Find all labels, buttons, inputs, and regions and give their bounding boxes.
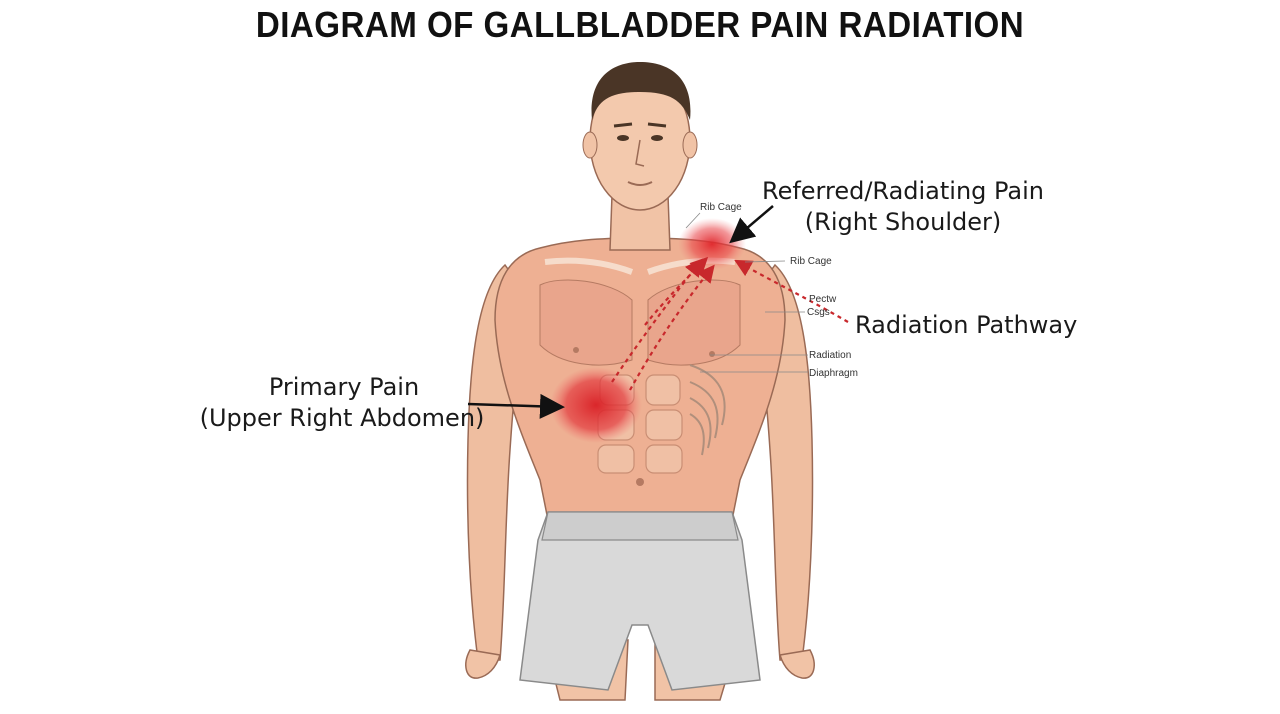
clavicle-right bbox=[544, 257, 634, 275]
ear-right bbox=[582, 131, 598, 159]
eyebrows bbox=[613, 122, 667, 128]
diagram-title: DIAGRAM OF GALLBLADDER PAIN RADIATION bbox=[255, 4, 1025, 45]
pectoral-left bbox=[647, 279, 741, 366]
nose bbox=[635, 139, 645, 167]
eye-left bbox=[651, 135, 663, 141]
rib-cage-label-right: Rib Cage bbox=[790, 256, 832, 267]
abdomen-pain-area bbox=[550, 367, 642, 443]
navel bbox=[636, 478, 644, 486]
shorts bbox=[519, 511, 761, 691]
pectoral-right bbox=[539, 279, 633, 366]
right-shoulder-label: (Right Shoulder) bbox=[805, 208, 1001, 236]
pectw-label: Pectw bbox=[809, 294, 837, 305]
leader-lines bbox=[685, 212, 808, 373]
primary-pain-label: Primary Pain bbox=[269, 373, 419, 401]
referred-pain-label: Referred/Radiating Pain bbox=[762, 177, 1044, 205]
waistband bbox=[541, 511, 739, 541]
eye-right bbox=[617, 135, 629, 141]
right-hand bbox=[465, 649, 501, 679]
mouth bbox=[627, 181, 653, 186]
primary-pain-arrow bbox=[467, 393, 565, 419]
diaphragm-label: Diaphragm bbox=[809, 368, 858, 379]
ear-left bbox=[682, 131, 698, 159]
upper-right-abdomen-label: (Upper Right Abdomen) bbox=[200, 404, 485, 432]
left-hand bbox=[779, 649, 815, 679]
torso bbox=[494, 237, 786, 521]
rib-cage-label-top: Rib Cage bbox=[700, 202, 742, 213]
referred-pain-arrow bbox=[729, 205, 774, 244]
hair bbox=[591, 62, 691, 120]
csgs-label: Csgs bbox=[807, 307, 830, 318]
rib-cage-illustration bbox=[689, 364, 726, 456]
radiation-pathway-label: Radiation Pathway bbox=[855, 311, 1077, 339]
nipple-right bbox=[573, 347, 579, 353]
radiation-small-label: Radiation bbox=[809, 350, 851, 361]
radiation-pathway-arrows bbox=[611, 256, 849, 391]
nipple-left bbox=[709, 351, 715, 357]
